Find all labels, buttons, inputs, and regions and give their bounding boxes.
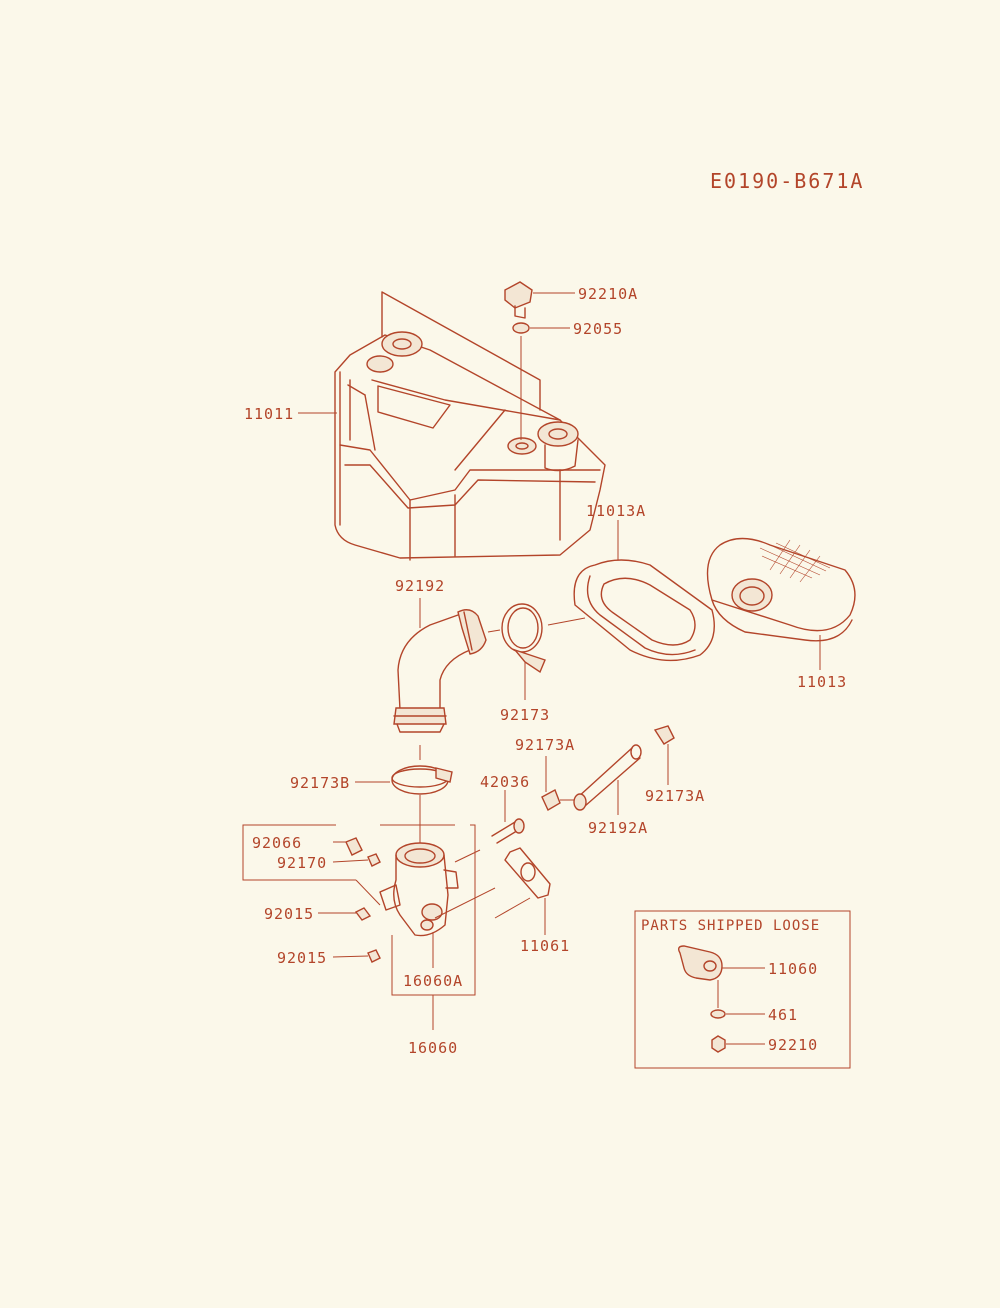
part-label-42036[interactable]: 42036: [480, 773, 531, 791]
elbow-hose: [393, 609, 501, 733]
air-filter-element: [706, 537, 856, 642]
diagram-code: E0190-B671A: [710, 169, 865, 193]
part-label-16060[interactable]: 16060: [408, 1039, 459, 1057]
part-label-92015-bottom[interactable]: 92015: [277, 949, 328, 967]
leader-lines: [298, 292, 821, 958]
part-label-92173[interactable]: 92173: [500, 706, 551, 724]
part-label-92170[interactable]: 92170: [277, 854, 328, 872]
part-label-92015-top[interactable]: 92015: [264, 905, 315, 923]
part-label-92210a[interactable]: 92210A: [578, 285, 639, 303]
hose-clamp-b: [391, 765, 453, 795]
breather-hose: [541, 725, 675, 811]
wing-nut: [504, 281, 533, 319]
part-label-92173a-right[interactable]: 92173A: [645, 787, 706, 805]
intake-pipe: [379, 842, 496, 937]
washer: [512, 322, 530, 334]
pre-cleaner-foam: [573, 559, 715, 662]
parts-shipped-loose-box: [634, 910, 851, 1069]
small-fasteners: [345, 837, 381, 963]
loose-part-label-461[interactable]: 461: [768, 1006, 799, 1024]
part-label-92066[interactable]: 92066: [252, 834, 303, 852]
part-label-92192a[interactable]: 92192A: [588, 819, 649, 837]
part-label-11013a[interactable]: 11013A: [586, 502, 647, 520]
part-label-92055[interactable]: 92055: [573, 320, 624, 338]
loose-part-label-92210[interactable]: 92210: [768, 1036, 819, 1054]
part-label-92173a-left[interactable]: 92173A: [515, 736, 576, 754]
part-label-11013[interactable]: 11013: [797, 673, 848, 691]
part-label-16060a[interactable]: 16060A: [403, 972, 464, 990]
parts-shipped-loose-title: PARTS SHIPPED LOOSE: [641, 918, 821, 934]
loose-part-label-11060[interactable]: 11060: [768, 960, 819, 978]
hose-clamp: [501, 603, 546, 674]
assembly-brackets: [242, 824, 476, 1030]
part-label-11061[interactable]: 11061: [520, 937, 571, 955]
fitting: [454, 818, 525, 863]
part-label-11011[interactable]: 11011: [244, 405, 295, 423]
part-label-92192[interactable]: 92192: [395, 577, 446, 595]
air-cleaner-cover: [334, 291, 606, 561]
part-label-92173b[interactable]: 92173B: [290, 774, 351, 792]
gasket: [494, 847, 551, 919]
